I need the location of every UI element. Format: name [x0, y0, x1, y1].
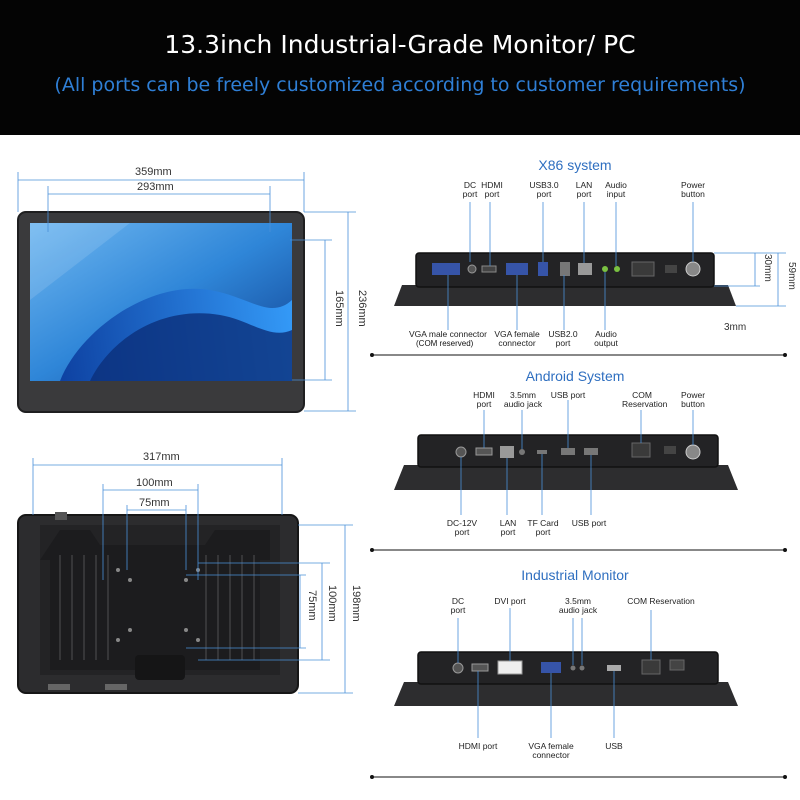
front-monitor: [17, 211, 305, 413]
page-subtitle: (All ports can be freely customized acco…: [54, 74, 746, 96]
x86-label-lan: LAN port: [575, 180, 593, 199]
android-leader-lines: [460, 400, 694, 515]
x86-panel: [394, 252, 736, 306]
x86-label-dc: DC port: [462, 180, 478, 199]
android-label-audio: 3.5mm audio jack: [503, 390, 543, 409]
front-height-label: 236mm: [356, 290, 368, 327]
front-dimension-lines: [17, 172, 356, 412]
screen-width-label: 293mm: [137, 181, 174, 193]
page-title: 13.3inch Industrial-Grade Monitor/ PC: [164, 30, 636, 59]
android-label-usb-bottom: USB port: [571, 518, 607, 528]
x86-label-vga-female: VGA female connector: [494, 329, 540, 348]
x86-label-audio-out: Audio output: [594, 329, 618, 348]
android-section-title: Android System: [525, 368, 625, 384]
vesa-outer-label: 100mm: [136, 477, 173, 489]
x86-section-title: X86 system: [538, 157, 612, 173]
front-width-label: 359mm: [135, 166, 172, 178]
industrial-label-dc: DC port: [450, 596, 466, 615]
industrial-section-title: Industrial Monitor: [521, 567, 629, 583]
android-label-hdmi: HDMI port: [473, 390, 495, 409]
android-panel: [394, 434, 738, 490]
vesa-inner-v-label: 75mm: [306, 590, 318, 621]
x86-label-hdmi: HDMI port: [481, 180, 503, 199]
industrial-label-usb: USB: [605, 741, 623, 751]
x86-depth-body: 30mm: [762, 254, 773, 282]
x86-label-audio-in: Audio input: [605, 180, 627, 199]
vesa-outer-v-label: 100mm: [326, 585, 338, 622]
android-label-usb-top: USB port: [550, 390, 586, 400]
industrial-panel: [394, 651, 738, 706]
industrial-label-dvi: DVI port: [494, 596, 526, 606]
x86-label-power: Power button: [680, 180, 706, 199]
android-label-tf: TF Card port: [527, 518, 559, 537]
x86-label-usb2: USB2.0 port: [548, 329, 578, 348]
vesa-inner-label: 75mm: [139, 497, 170, 509]
industrial-label-com: COM Reservation: [627, 596, 695, 606]
rear-monitor: [17, 512, 299, 694]
x86-bezel: 3mm: [724, 322, 747, 333]
x86-depth-total: 59mm: [786, 262, 797, 290]
android-label-com: COM Reservation: [622, 390, 668, 409]
x86-com-note: (COM reserved): [416, 339, 474, 348]
rear-dimension-lines: [32, 458, 353, 694]
industrial-label-vga: VGA female connector: [528, 741, 574, 760]
industrial-label-hdmi: HDMI port: [458, 741, 498, 751]
industrial-leader-lines: [457, 608, 652, 738]
android-label-dc12v: DC-12V port: [446, 518, 478, 537]
x86-label-usb3: USB3.0 port: [529, 180, 559, 199]
x86-label-vga-male: VGA male connector: [409, 329, 487, 339]
android-label-lan: LAN port: [499, 518, 517, 537]
android-label-power: Power button: [680, 390, 706, 409]
industrial-label-audio: 3.5mm audio jack: [558, 596, 598, 615]
header-banner: [0, 0, 800, 135]
rear-width-label: 317mm: [143, 451, 180, 463]
x86-leader-lines: [447, 202, 786, 330]
rear-height-label: 198mm: [350, 585, 362, 622]
screen-height-label: 165mm: [333, 290, 345, 327]
